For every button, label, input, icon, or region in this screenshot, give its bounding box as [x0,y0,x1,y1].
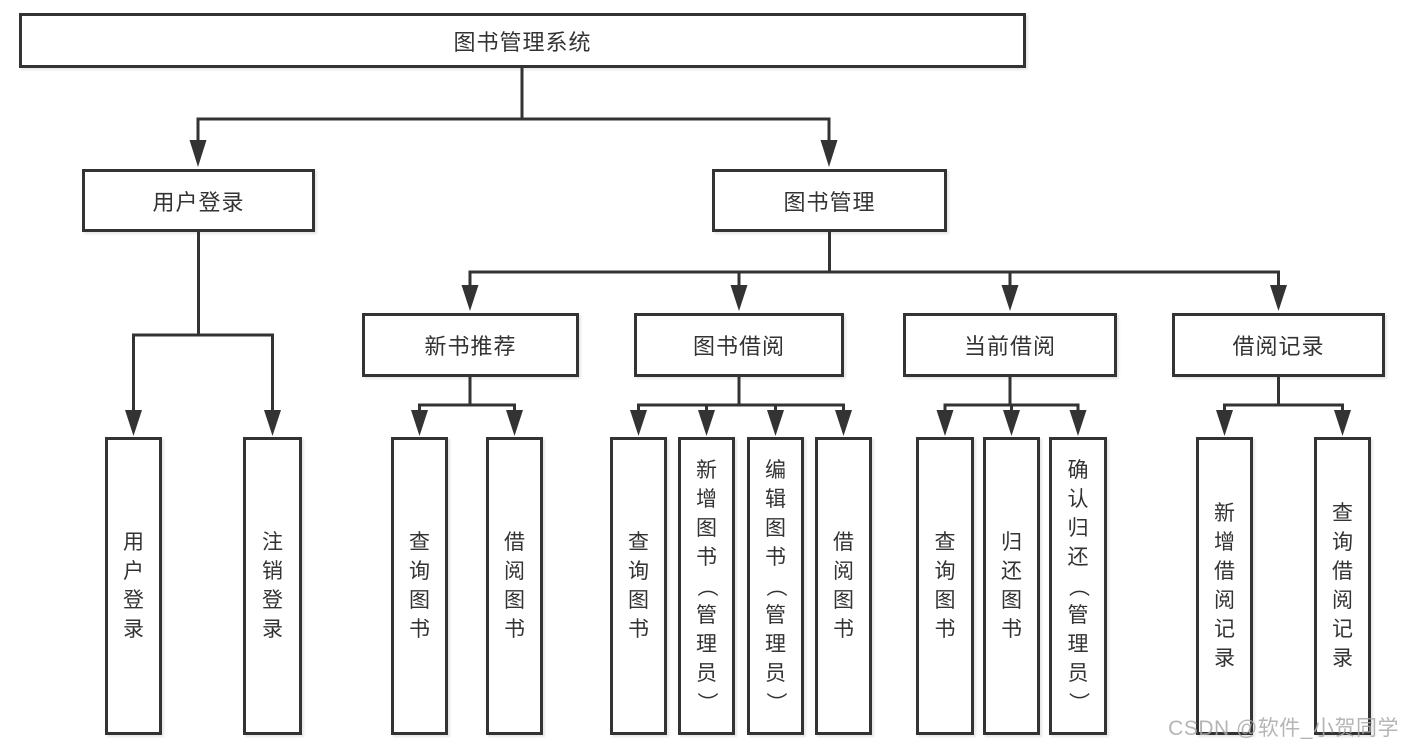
leaf-add-borrow-record: 新增借阅记录 [1196,437,1253,735]
leaf-query-books-newrec: 查询图书 [391,437,448,735]
connector-borrow-to-leaves [637,377,845,412]
leaf-query-borrow-record: 查询借阅记录 [1314,437,1371,735]
connector-records-to-leaves [1223,377,1344,412]
leaf-borrow-books-newrec: 借阅图书 [486,437,543,735]
connector-bookmgmt-to-level3 [468,232,1280,286]
leaf-borrow-books-borrow: 借阅图书 [815,437,872,735]
leaf-user-login: 用户登录 [105,437,162,735]
connector-userlogin-to-leaves [132,232,274,411]
leaf-confirm-return-admin: 确认归还（管理员） [1049,437,1107,735]
leaf-add-books-admin: 新增图书（管理员） [678,437,735,735]
node-user-login: 用户登录 [82,169,315,232]
node-new-book-recommend: 新书推荐 [362,313,579,377]
connector-newbook-to-leaves [418,377,516,412]
leaf-logout: 注销登录 [243,437,302,735]
leaf-edit-books-admin: 编辑图书（管理员） [747,437,804,735]
node-borrow-records: 借阅记录 [1172,313,1385,377]
node-current-borrow: 当前借阅 [903,313,1117,377]
node-root-library-system: 图书管理系统 [19,13,1026,68]
node-book-management: 图书管理 [712,169,947,232]
csdn-watermark: CSDN @软件_小贺同学 [1168,717,1399,740]
connector-root-to-level2 [196,68,831,141]
leaf-return-books: 归还图书 [983,437,1040,735]
node-book-borrow: 图书借阅 [634,313,844,377]
leaf-query-books-borrow: 查询图书 [610,437,667,735]
connector-current-to-leaves [943,377,1080,412]
leaf-query-books-current: 查询图书 [916,437,974,735]
